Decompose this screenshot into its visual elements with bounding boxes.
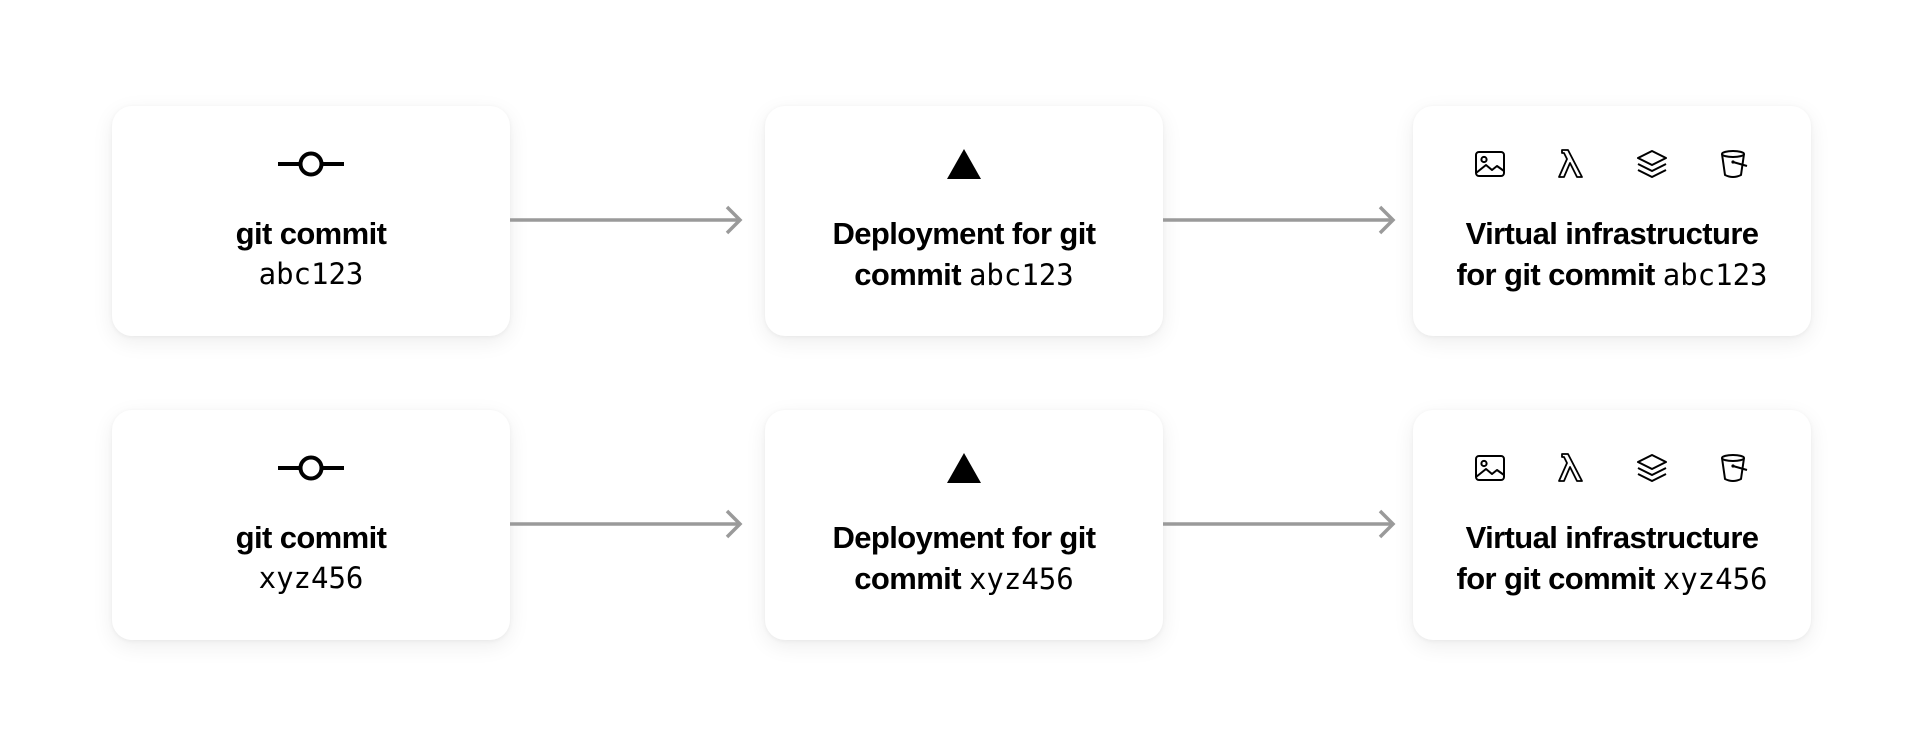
deployment-card-icons <box>765 146 1163 182</box>
commit-card: git commit abc123 <box>112 106 510 336</box>
bucket-icon <box>1718 148 1750 180</box>
deployment-hash: xyz456 <box>968 562 1074 596</box>
infrastructure-title-line2: for git commit <box>1456 561 1655 596</box>
triangle-icon <box>947 149 981 179</box>
commit-card-icons <box>112 450 510 486</box>
infrastructure-title-line2: for git commit <box>1456 257 1655 292</box>
git-commit-icon <box>278 453 344 483</box>
deployment-card-text: Deployment for git commit xyz456 <box>785 517 1143 600</box>
bucket-icon <box>1718 452 1750 484</box>
deployment-title-line1: Deployment for git <box>832 520 1096 555</box>
arrow-commit-to-deployment <box>510 509 743 539</box>
lambda-icon <box>1556 452 1586 484</box>
deployment-hash: abc123 <box>968 258 1074 292</box>
deployment-card: Deployment for git commit xyz456 <box>765 410 1163 640</box>
lambda-icon <box>1556 148 1586 180</box>
image-icon <box>1474 452 1506 484</box>
infrastructure-card-text: Virtual infrastructure for git commit ab… <box>1433 213 1791 296</box>
arrow-deployment-to-infrastructure <box>1163 509 1396 539</box>
deployment-title-line2: commit <box>854 561 961 596</box>
infrastructure-card: Virtual infrastructure for git commit xy… <box>1413 410 1811 640</box>
deployment-card-text: Deployment for git commit abc123 <box>785 213 1143 296</box>
infrastructure-hash: xyz456 <box>1662 562 1768 596</box>
deployment-title-line1: Deployment for git <box>832 216 1096 251</box>
arrow-commit-to-deployment <box>510 205 743 235</box>
commit-title: git commit <box>235 520 387 555</box>
infrastructure-card: Virtual infrastructure for git commit ab… <box>1413 106 1811 336</box>
infrastructure-title-line1: Virtual infrastructure <box>1465 216 1759 251</box>
deployment-card-icons <box>765 450 1163 486</box>
commit-card-text: git commit abc123 <box>132 213 490 295</box>
layers-icon <box>1636 452 1668 484</box>
deployment-card: Deployment for git commit abc123 <box>765 106 1163 336</box>
infrastructure-card-text: Virtual infrastructure for git commit xy… <box>1433 517 1791 600</box>
infrastructure-title-line1: Virtual infrastructure <box>1465 520 1759 555</box>
arrow-deployment-to-infrastructure <box>1163 205 1396 235</box>
triangle-icon <box>947 453 981 483</box>
commit-title: git commit <box>235 216 387 251</box>
infrastructure-hash: abc123 <box>1662 258 1768 292</box>
commit-hash: xyz456 <box>258 561 364 595</box>
image-icon <box>1474 148 1506 180</box>
deployment-title-line2: commit <box>854 257 961 292</box>
commit-card: git commit xyz456 <box>112 410 510 640</box>
infrastructure-card-icons <box>1413 146 1811 182</box>
commit-hash: abc123 <box>258 257 364 291</box>
commit-card-icons <box>112 146 510 182</box>
layers-icon <box>1636 148 1668 180</box>
infrastructure-card-icons <box>1413 450 1811 486</box>
commit-card-text: git commit xyz456 <box>132 517 490 599</box>
git-commit-icon <box>278 149 344 179</box>
